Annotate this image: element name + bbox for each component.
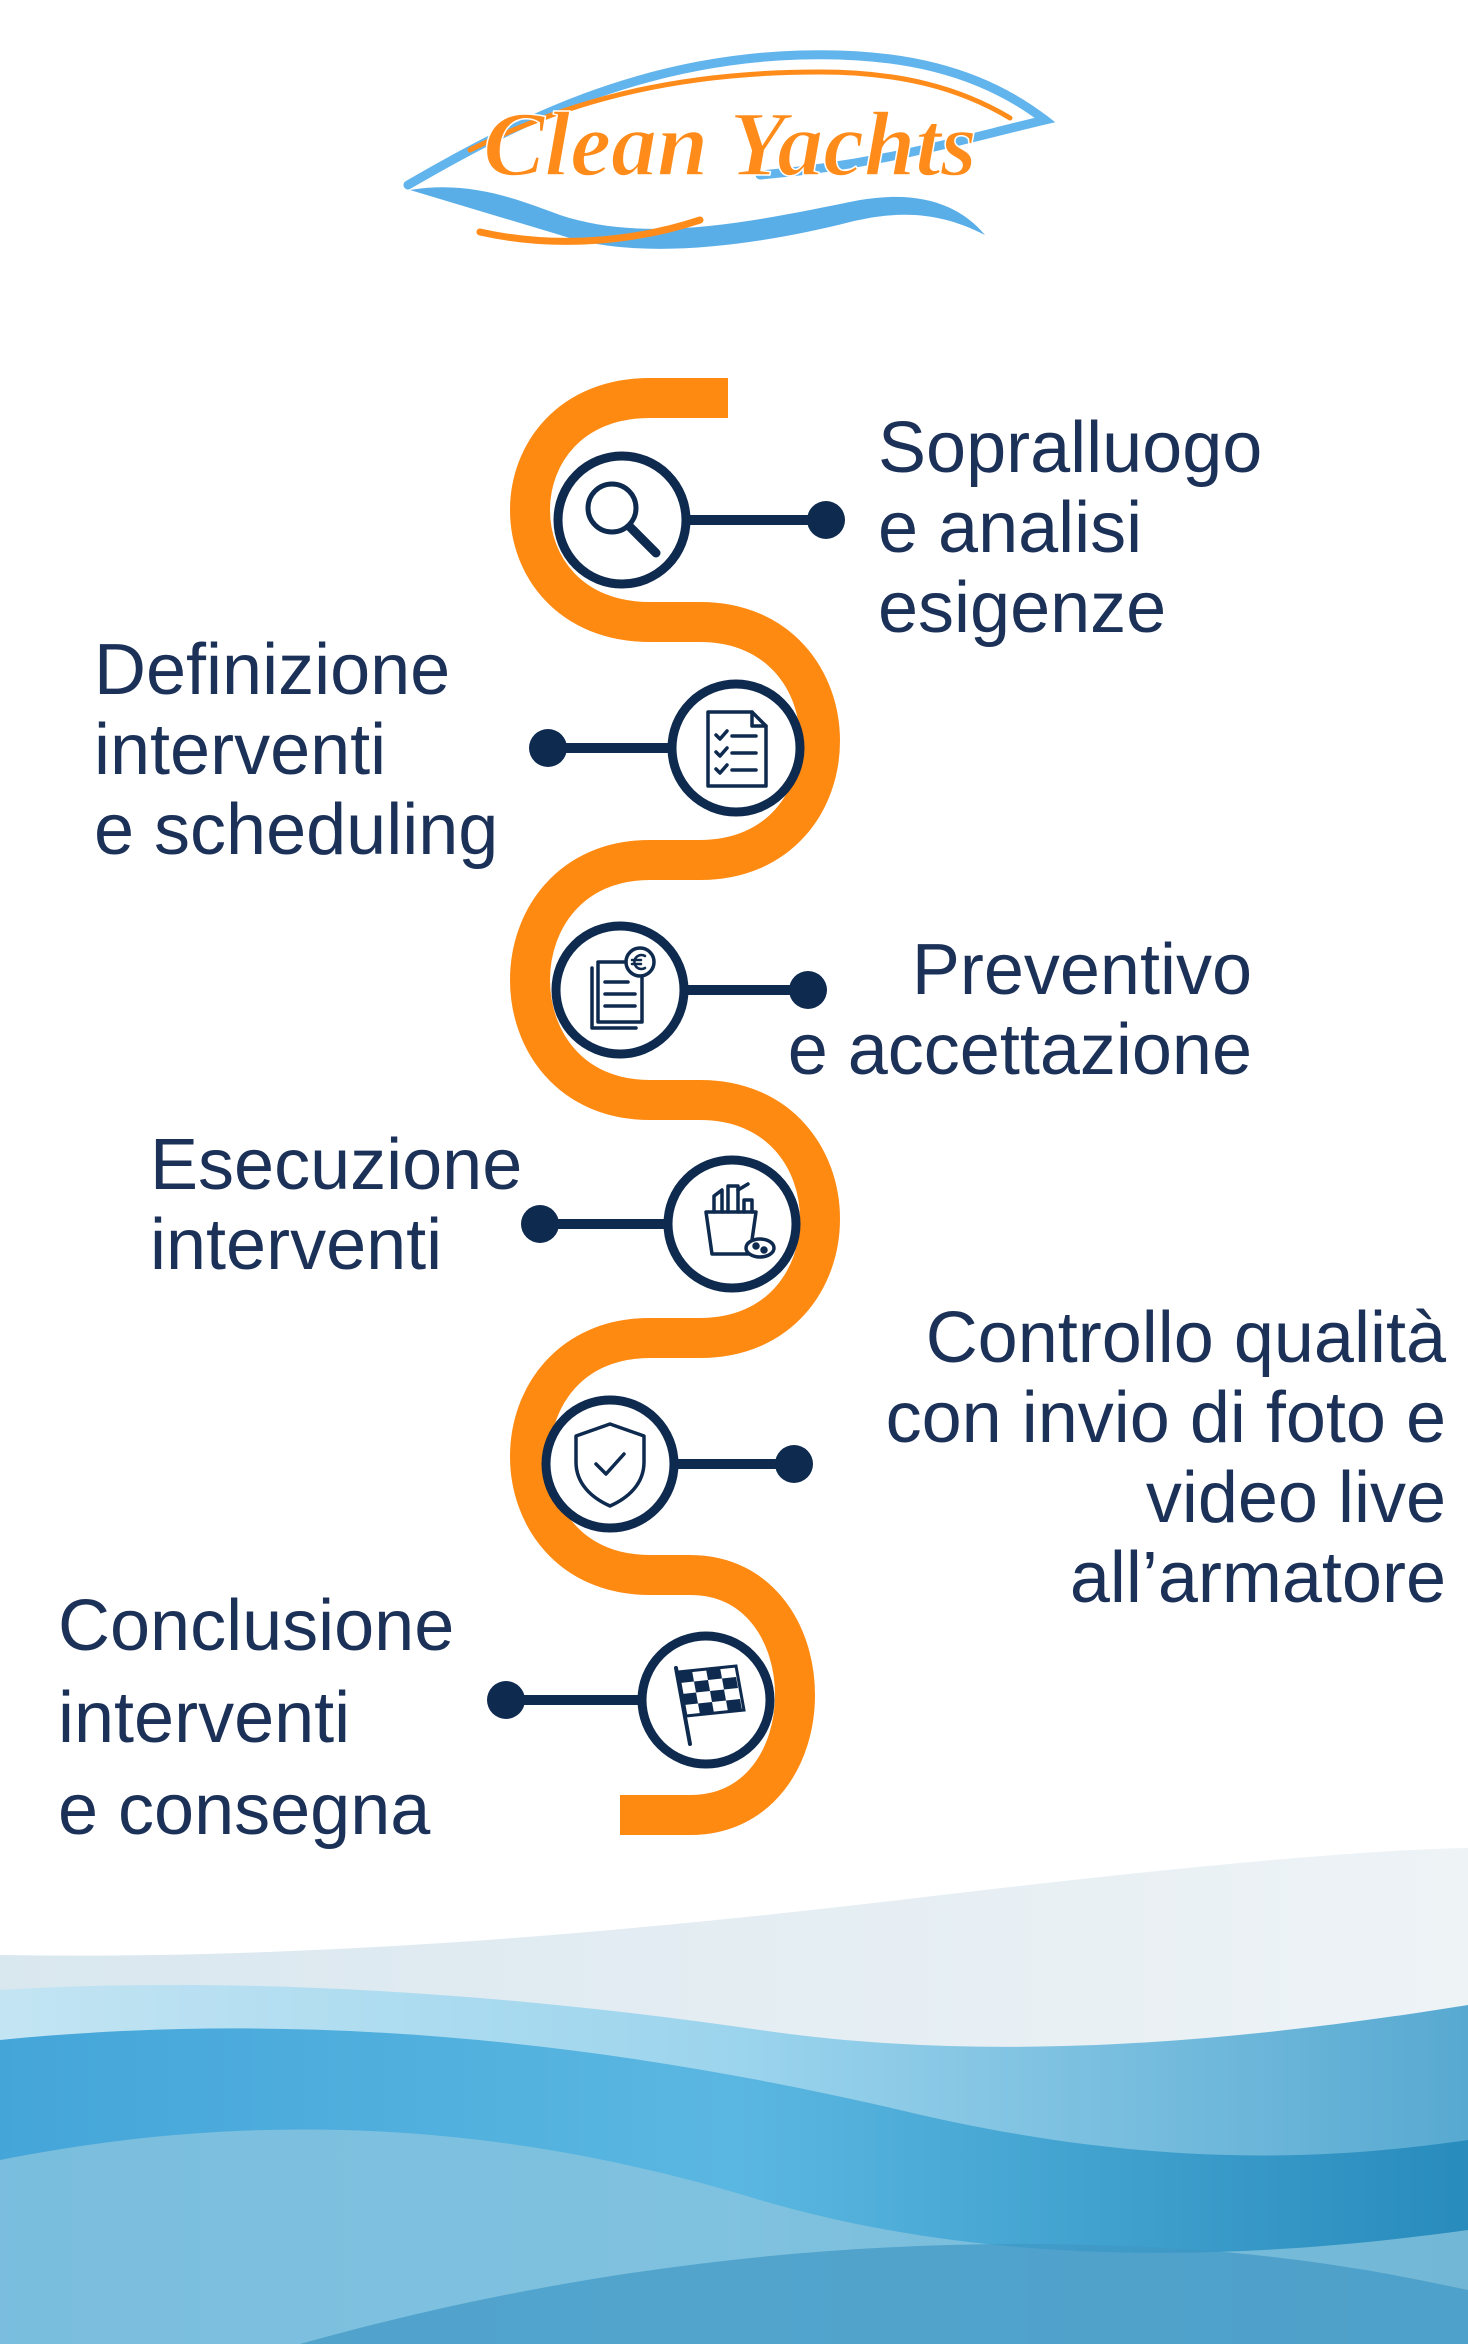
label-line: video live (1145, 1458, 1446, 1538)
step-2 (529, 679, 805, 817)
label-line: Preventivo (911, 930, 1252, 1010)
clean-yachts-logo: Clean Yachts (403, 50, 1056, 249)
step-node (551, 921, 689, 1059)
step-node (667, 679, 805, 817)
label-line: Definizione (94, 630, 451, 710)
connector-dot (775, 1445, 813, 1483)
cleaning-supplies-icon (704, 1182, 776, 1259)
bottom-waves (0, 1848, 1468, 2344)
shield-check-icon (574, 1422, 646, 1508)
logo-wave-swoosh (410, 187, 985, 249)
label-line: Conclusione (58, 1586, 455, 1666)
connector-dot (487, 1681, 525, 1719)
logo-wordmark: Clean Yachts (483, 93, 976, 195)
label-line: Controllo qualità (925, 1298, 1446, 1378)
checklist-document-icon (706, 710, 768, 788)
label-line: e consegna (58, 1770, 431, 1850)
label-line: e accettazione (787, 1010, 1252, 1090)
label-line: interventi (150, 1205, 443, 1285)
step-node (553, 451, 691, 589)
label-line: all’armatore (1069, 1538, 1446, 1618)
connector-dot (789, 971, 827, 1009)
logo-boat-outline (403, 50, 1056, 190)
magnifier-icon (585, 481, 661, 558)
label-line: e scheduling (94, 790, 499, 870)
connector-dot (521, 1205, 559, 1243)
process-timeline-path (510, 378, 840, 1835)
euro-invoice-icon (590, 946, 656, 1030)
step-4 (521, 1155, 801, 1293)
wave-deep (300, 2244, 1468, 2344)
step-5 (541, 1395, 813, 1533)
step-6-label: Conclusione interventi e consegna (58, 1580, 454, 1856)
step-3-label: Preventivo e accettazione (788, 930, 1252, 1090)
label-line: Esecuzione (150, 1125, 523, 1205)
step-1 (553, 451, 845, 589)
label-line: esigenze (878, 568, 1167, 648)
label-line: interventi (58, 1678, 351, 1758)
step-node (663, 1155, 801, 1293)
logo-orange-swoosh (476, 216, 704, 245)
step-4-label: Esecuzione interventi (150, 1125, 522, 1285)
label-line: Sopralluogo (878, 408, 1263, 488)
step-2-label: Definizione interventi e scheduling (94, 630, 498, 870)
step-1-label: Sopralluogo e analisi esigenze (878, 408, 1262, 648)
label-line: con invio di foto e (885, 1378, 1446, 1458)
step-5-label: Controllo qualità con invio di foto e vi… (886, 1298, 1446, 1618)
step-3 (551, 921, 827, 1059)
connector-dot (529, 729, 567, 767)
label-line: interventi (94, 710, 387, 790)
connector-dot (807, 501, 845, 539)
step-6 (487, 1631, 775, 1769)
step-node (541, 1395, 679, 1533)
label-line: e analisi (878, 488, 1143, 568)
logo-boat-outline-inner (467, 69, 1013, 153)
checkered-flag-icon (674, 1664, 746, 1746)
